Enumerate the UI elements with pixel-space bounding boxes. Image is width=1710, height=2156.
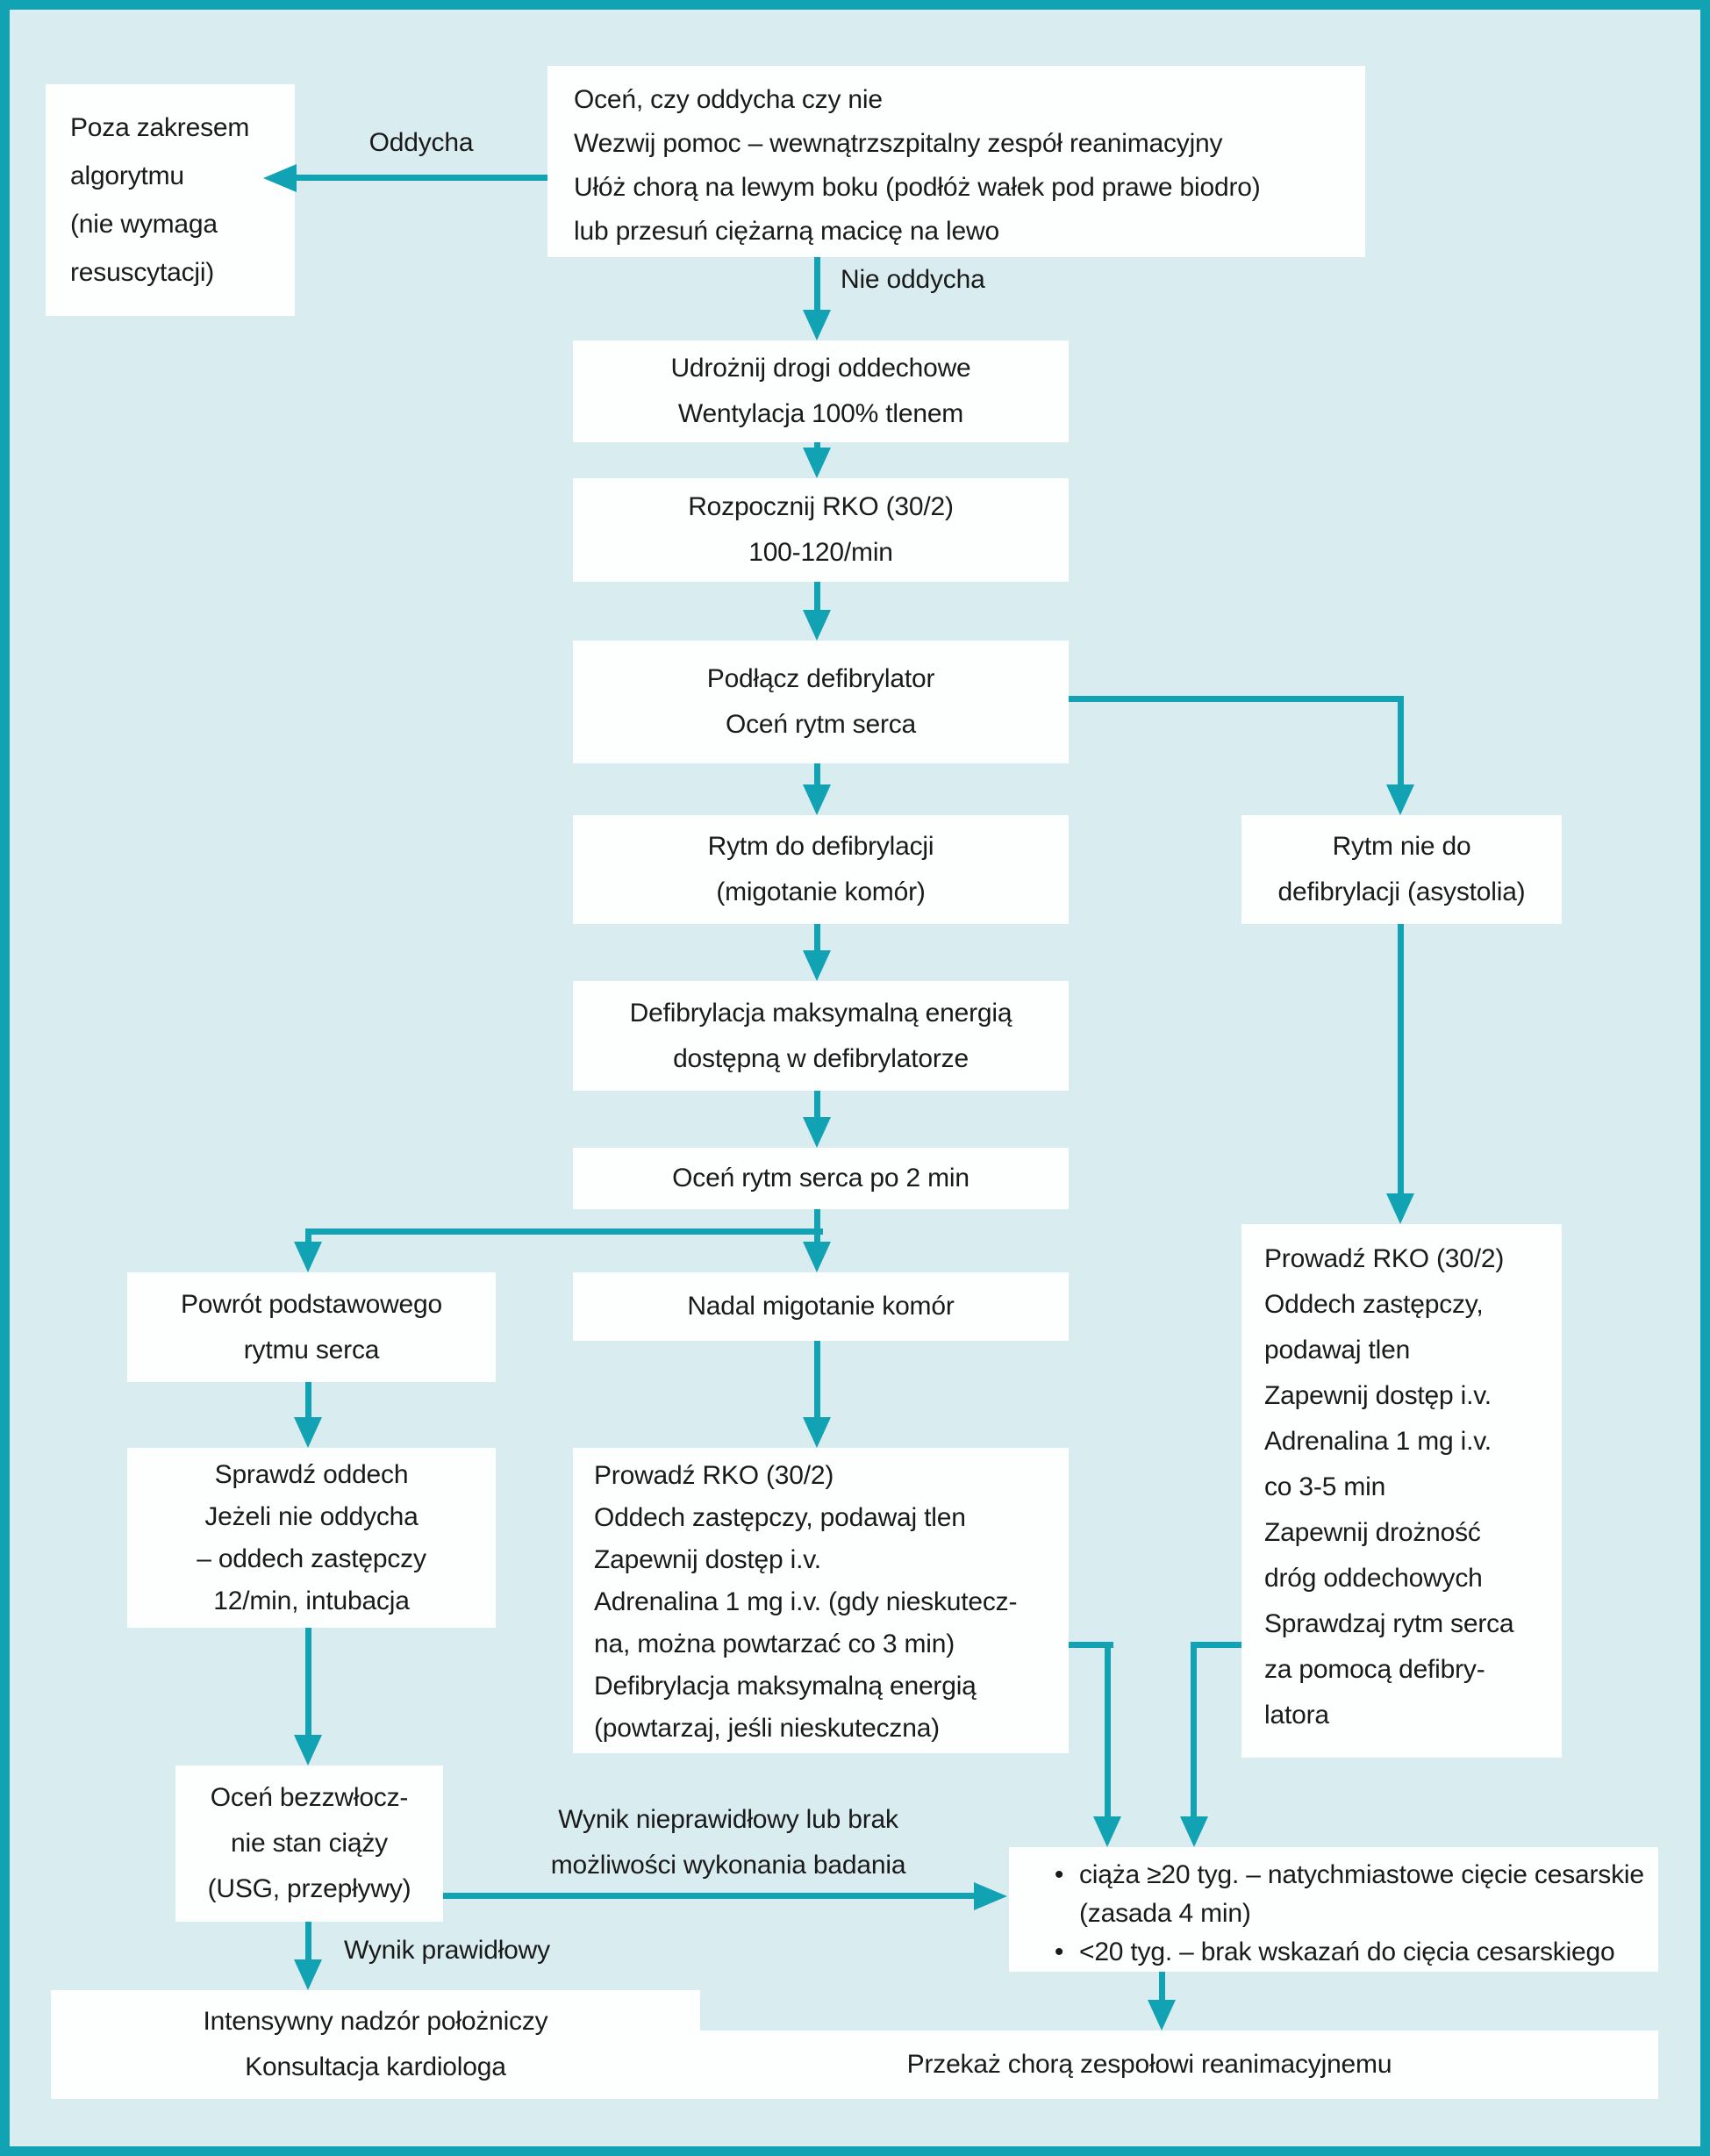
edge-line bbox=[305, 1382, 311, 1419]
node-airway-text: Udrożnij drogi oddechowe Wentylacja 100%… bbox=[670, 354, 971, 428]
edge-line bbox=[305, 1628, 311, 1737]
node-cpr-continue-right: Prowadź RKO (30/2) Oddech zastępczy, pod… bbox=[1241, 1224, 1562, 1758]
edge-label-breathing: Oddycha bbox=[368, 128, 474, 157]
arrowhead-down-icon bbox=[803, 310, 831, 340]
edge-not-breathing-line bbox=[814, 257, 820, 312]
node-shockable-rhythm: Rytm do defibrylacji (migotanie komór) bbox=[573, 815, 1069, 924]
node-rosc: Powrót podstawowego rytmu serca bbox=[127, 1272, 496, 1382]
arrowhead-down-icon bbox=[803, 950, 831, 981]
edge-label-abnormal-result: Wynik nieprawidłowy lub brak możliwości … bbox=[550, 1805, 906, 1880]
node-cpr-start: Rozpocznij RKO (30/2) 100-120/min bbox=[573, 478, 1069, 582]
bullet-icon: • bbox=[1054, 1938, 1064, 1966]
arrowhead-down-icon bbox=[803, 1117, 831, 1148]
node-handover-text: Przekaż chorą zespołowi reanimacyjnemu bbox=[906, 2050, 1392, 2079]
node-defib-max-energy-text: Defibrylacja maksymalną energią dostępną… bbox=[629, 998, 1012, 1073]
list-item: • ciąża ≥20 tyg. – natychmiastowe cięcie… bbox=[1039, 1856, 1658, 1933]
node-airway: Udrożnij drogi oddechowe Wentylacja 100%… bbox=[573, 340, 1069, 442]
arrowhead-down-icon bbox=[803, 784, 831, 815]
edge-line bbox=[1069, 696, 1404, 702]
node-handover: Przekaż chorą zespołowi reanimacyjnemu bbox=[640, 2031, 1658, 2099]
arrowhead-down-icon bbox=[803, 448, 831, 478]
edge-line bbox=[814, 763, 820, 786]
edge-normal-line bbox=[305, 1922, 311, 1961]
edge-line bbox=[814, 582, 820, 612]
node-assess-breathing: Oceń, czy oddycha czy nie Wezwij pomoc –… bbox=[547, 66, 1365, 257]
edge-line bbox=[1105, 1642, 1111, 1818]
arrowhead-right-icon bbox=[974, 1882, 1007, 1910]
node-rhythm-after-2min: Oceń rytm serca po 2 min bbox=[573, 1148, 1069, 1209]
node-shockable-rhythm-text: Rytm do defibrylacji (migotanie komór) bbox=[707, 832, 934, 906]
arrowhead-down-icon bbox=[294, 1242, 322, 1272]
arrowhead-left-icon bbox=[263, 164, 297, 192]
arrowhead-down-icon bbox=[803, 610, 831, 641]
node-cpr-continue-mid: Prowadź RKO (30/2) Oddech zastępczy, pod… bbox=[573, 1448, 1069, 1753]
list-item-text: ciąża ≥20 tyg. – natychmiastowe cięcie c… bbox=[1079, 1860, 1644, 1928]
node-rosc-text: Powrót podstawowego rytmu serca bbox=[180, 1289, 443, 1365]
node-defib-connect: Podłącz defibrylator Oceń rytm serca bbox=[573, 641, 1069, 763]
edge-line bbox=[1398, 924, 1404, 1195]
node-assess-pregnancy: Oceń bezzwłocz- nie stan ciąży (USG, prz… bbox=[175, 1766, 443, 1922]
edge-line bbox=[1191, 1642, 1197, 1818]
arrowhead-down-icon bbox=[1386, 1193, 1414, 1224]
edge-line bbox=[814, 924, 820, 952]
arrowhead-down-icon bbox=[1386, 784, 1414, 815]
node-obstetric-care: Intensywny nadzór położniczy Konsultacja… bbox=[51, 1990, 700, 2099]
node-out-of-scope: Poza zakresem algorytmu (nie wymaga resu… bbox=[46, 84, 295, 316]
node-vf-persists-text: Nadal migotanie komór bbox=[687, 1292, 955, 1321]
arrowhead-down-icon bbox=[294, 1735, 322, 1766]
arrowhead-down-icon bbox=[294, 1417, 322, 1448]
arrowhead-down-icon bbox=[803, 1417, 831, 1448]
edge-line bbox=[1398, 696, 1404, 786]
edge-line bbox=[305, 1228, 823, 1235]
node-cpr-start-text: Rozpocznij RKO (30/2) 100-120/min bbox=[688, 492, 954, 567]
node-defib-max-energy: Defibrylacja maksymalną energią dostępną… bbox=[573, 981, 1069, 1091]
edge-line bbox=[814, 442, 820, 451]
arrowhead-down-icon bbox=[1148, 2000, 1176, 2031]
edge-line bbox=[1191, 1642, 1241, 1648]
arrowhead-down-icon bbox=[294, 1959, 322, 1990]
bullet-icon: • bbox=[1054, 1860, 1064, 1889]
node-cesarean-decision: • ciąża ≥20 tyg. – natychmiastowe cięcie… bbox=[1009, 1847, 1658, 1972]
edge-line bbox=[814, 1209, 820, 1243]
arrowhead-down-icon bbox=[1180, 1816, 1208, 1847]
list-item: • <20 tyg. – brak wskazań do cięcia cesa… bbox=[1039, 1933, 1658, 1972]
edge-line bbox=[814, 1091, 820, 1119]
edge-label-normal-result: Wynik prawidłowy bbox=[344, 1936, 550, 1965]
edge-line bbox=[1159, 1972, 1165, 2001]
node-nonshockable-rhythm: Rytm nie do defibrylacji (asystolia) bbox=[1241, 815, 1562, 924]
edge-breathing-line bbox=[297, 175, 547, 181]
node-rhythm-after-2min-text: Oceń rytm serca po 2 min bbox=[672, 1164, 969, 1193]
node-nonshockable-rhythm-text: Rytm nie do defibrylacji (asystolia) bbox=[1277, 832, 1526, 906]
edge-line bbox=[305, 1228, 311, 1243]
arrowhead-down-icon bbox=[803, 1242, 831, 1272]
edge-label-not-breathing: Nie oddycha bbox=[841, 265, 985, 294]
node-defib-connect-text: Podłącz defibrylator Oceń rytm serca bbox=[706, 664, 935, 739]
node-vf-persists: Nadal migotanie komór bbox=[573, 1272, 1069, 1341]
arrowhead-down-icon bbox=[1093, 1816, 1121, 1847]
edge-line bbox=[814, 1341, 820, 1419]
edge-line bbox=[1069, 1642, 1113, 1648]
list-item-text: <20 tyg. – brak wskazań do cięcia cesars… bbox=[1079, 1938, 1615, 1966]
node-check-breathing-text: Sprawdź oddech Jeżeli nie oddycha – odde… bbox=[197, 1459, 426, 1615]
node-check-breathing: Sprawdź oddech Jeżeli nie oddycha – odde… bbox=[127, 1448, 496, 1628]
edge-abnormal-line bbox=[443, 1893, 976, 1899]
node-obstetric-care-text: Intensywny nadzór położniczy Konsultacja… bbox=[203, 2007, 548, 2081]
node-assess-pregnancy-text: Oceń bezzwłocz- nie stan ciąży (USG, prz… bbox=[207, 1783, 411, 1903]
